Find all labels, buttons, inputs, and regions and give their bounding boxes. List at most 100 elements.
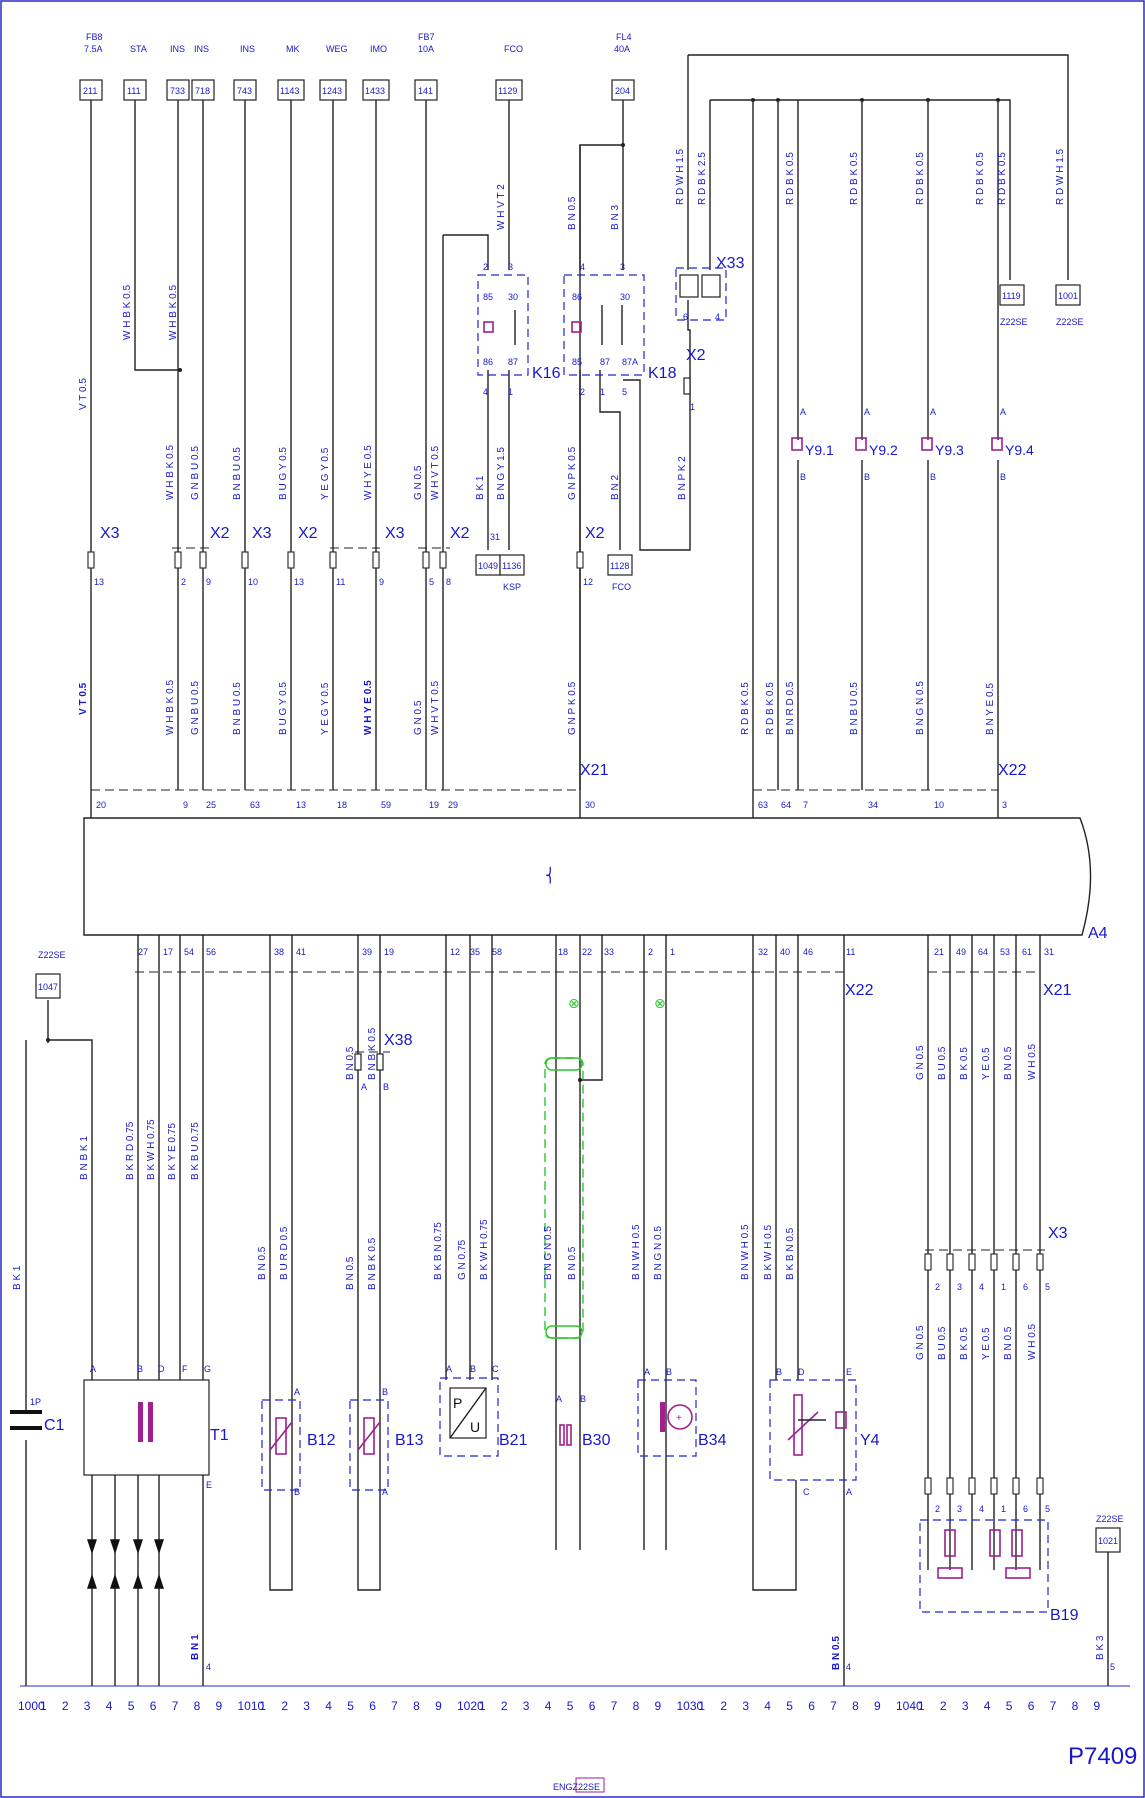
svg-text:1047: 1047 (38, 982, 58, 992)
ruler-label: 5 (347, 1699, 354, 1713)
ruler-label: 5 (128, 1699, 135, 1713)
svg-text:B N 0.5: B N 0.5 (567, 196, 578, 230)
ruler-label: 6 (808, 1699, 815, 1713)
svg-text:B N B U 0.5: B N B U 0.5 (232, 682, 243, 735)
svg-text:B N B U 0.5: B N B U 0.5 (232, 447, 243, 500)
ruler-label: 5 (1006, 1699, 1013, 1713)
svg-text:1: 1 (600, 387, 605, 397)
svg-text:W H Y E 0.5: W H Y E 0.5 (363, 445, 374, 500)
ruler-label: 9 (874, 1699, 881, 1713)
svg-text:A: A (644, 1367, 650, 1377)
svg-text:3: 3 (508, 262, 513, 272)
svg-text:21: 21 (934, 947, 944, 957)
svg-text:W H 0.5: W H 0.5 (1027, 1323, 1038, 1360)
svg-text:A: A (846, 1487, 852, 1497)
svg-text:W H 0.5: W H 0.5 (1027, 1043, 1038, 1080)
svg-text:B U 0.5: B U 0.5 (937, 1046, 948, 1080)
svg-text:A: A (90, 1364, 96, 1374)
svg-text:V T 0.5: V T 0.5 (78, 378, 89, 410)
svg-text:X2: X2 (450, 525, 470, 542)
term-718: 718 (195, 86, 210, 96)
ruler-label: 7 (830, 1699, 837, 1713)
ecu-a4-label: A4 (1088, 925, 1108, 942)
term-label-ins1: INS (170, 44, 185, 54)
ruler-label: 3 (84, 1699, 91, 1713)
svg-text:31: 31 (1044, 947, 1054, 957)
relay-k16-label: K16 (532, 365, 561, 382)
top-terminal-boxes: 211 111 733 718 743 1143 1243 1433 141 1… (79, 79, 635, 101)
svg-text:B N 2: B N 2 (610, 475, 621, 500)
lower-mid-wire-labels: V T 0.5 W H B K 0.5 G N B U 0.5 B N B U … (78, 680, 996, 735)
term-1143: 1143 (280, 86, 299, 96)
svg-text:Y9.4: Y9.4 (1005, 442, 1034, 458)
svg-text:W H B K 0.5: W H B K 0.5 (122, 285, 133, 340)
svg-text:X33: X33 (716, 255, 745, 272)
svg-text:B K W H 0.75: B K W H 0.75 (479, 1219, 490, 1280)
svg-text:58: 58 (492, 947, 502, 957)
svg-text:B K Y E 0.75: B K Y E 0.75 (167, 1123, 178, 1180)
svg-text:13: 13 (94, 577, 104, 587)
svg-text:12: 12 (450, 947, 460, 957)
svg-text:W H B K 0.5: W H B K 0.5 (165, 445, 176, 500)
ruler-label: 7 (391, 1699, 398, 1713)
term-211: 211 (83, 86, 97, 96)
svg-text:Y E 0.5: Y E 0.5 (981, 1047, 992, 1080)
svg-text:C1: C1 (44, 1417, 65, 1434)
svg-text:53: 53 (1000, 947, 1010, 957)
svg-text:X2: X2 (298, 525, 318, 542)
svg-text:A: A (1000, 407, 1006, 417)
svg-text:W H V T 0.5: W H V T 0.5 (430, 445, 441, 500)
svg-text:1: 1 (508, 387, 513, 397)
svg-text:B K 1: B K 1 (475, 475, 486, 500)
term-label-mk: MK (286, 44, 300, 54)
svg-text:5: 5 (1045, 1282, 1050, 1292)
svg-text:X21: X21 (580, 762, 609, 779)
svg-text:25: 25 (206, 800, 216, 810)
svg-text:B N G N 0.5: B N G N 0.5 (543, 1226, 554, 1280)
svg-text:33: 33 (604, 947, 614, 957)
svg-text:W H B K 0.5: W H B K 0.5 (168, 285, 179, 340)
svg-text:3: 3 (1002, 800, 1007, 810)
ruler-label: 9 (435, 1699, 442, 1713)
svg-text:31: 31 (490, 532, 500, 542)
top-terminal-labels: FB8 7.5A STA INS INS INS MK WEG IMO FB7 … (84, 32, 632, 54)
ruler-label: 7 (611, 1699, 618, 1713)
svg-text:2: 2 (580, 387, 585, 397)
ruler-label: 8 (1072, 1699, 1079, 1713)
svg-text:56: 56 (206, 947, 216, 957)
svg-text:22: 22 (582, 947, 592, 957)
fuse-fl4-id: FL4 (616, 32, 632, 42)
svg-text:R D B K 0.5: R D B K 0.5 (765, 682, 776, 735)
svg-text:39: 39 (362, 947, 372, 957)
svg-text:34: 34 (868, 800, 878, 810)
svg-text:B21: B21 (499, 1432, 528, 1449)
ruler-label: 6 (589, 1699, 596, 1713)
svg-text:40: 40 (780, 947, 790, 957)
ruler-label: 2 (501, 1699, 508, 1713)
svg-text:B N R D 0.5: B N R D 0.5 (785, 681, 796, 735)
ruler-label: 1 (918, 1699, 925, 1713)
relay-k18-label: K18 (648, 365, 677, 382)
svg-text:B N W H 0.5: B N W H 0.5 (740, 1224, 751, 1280)
ruler-label: 8 (194, 1699, 201, 1713)
svg-text:B N 0.5: B N 0.5 (257, 1246, 268, 1280)
svg-text:E: E (846, 1367, 852, 1377)
svg-text:30: 30 (620, 292, 630, 302)
ruler-label: 4 (984, 1699, 991, 1713)
svg-text:U: U (470, 1419, 480, 1435)
svg-text:Y9.2: Y9.2 (869, 442, 898, 458)
svg-text:X22: X22 (845, 982, 874, 999)
svg-text:W H V T 0.5: W H V T 0.5 (430, 680, 441, 735)
ruler-label: 2 (62, 1699, 69, 1713)
ruler-label: 7 (172, 1699, 179, 1713)
svg-text:1049: 1049 (478, 561, 498, 571)
svg-text:9: 9 (183, 800, 188, 810)
svg-text:64: 64 (781, 800, 791, 810)
svg-text:1: 1 (1001, 1504, 1006, 1514)
term-1129: 1129 (498, 86, 517, 96)
svg-text:B N G N 0.5: B N G N 0.5 (653, 1226, 664, 1280)
svg-text:Z22SE: Z22SE (38, 950, 66, 960)
